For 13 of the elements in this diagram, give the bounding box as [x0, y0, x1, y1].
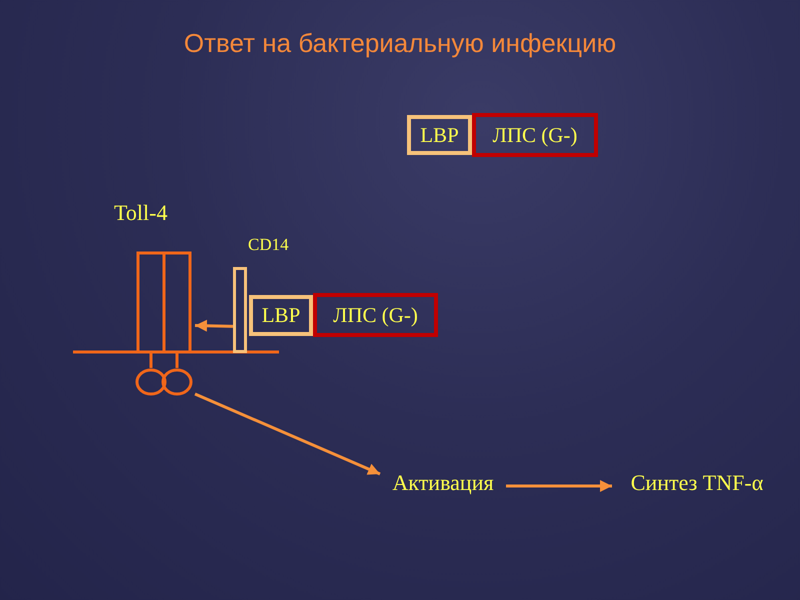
protein-box: LBP — [249, 295, 313, 336]
receptor-bar — [233, 267, 247, 353]
title: Ответ на бактериальную инфекцию — [182, 28, 618, 59]
arrow — [506, 480, 612, 492]
lipopolysaccharide-box: ЛПС (G-) — [313, 293, 438, 337]
process-label: Синтез TNF-α — [612, 468, 782, 498]
arrow — [194, 320, 234, 332]
lipopolysaccharide-box: ЛПС (G-) — [472, 113, 598, 157]
arrow — [194, 392, 381, 476]
protein-box: LBP — [407, 115, 472, 155]
protein-label: CD14 — [248, 236, 289, 253]
receptor-label: Toll-4 — [114, 202, 168, 224]
process-label: Активация — [380, 468, 506, 498]
